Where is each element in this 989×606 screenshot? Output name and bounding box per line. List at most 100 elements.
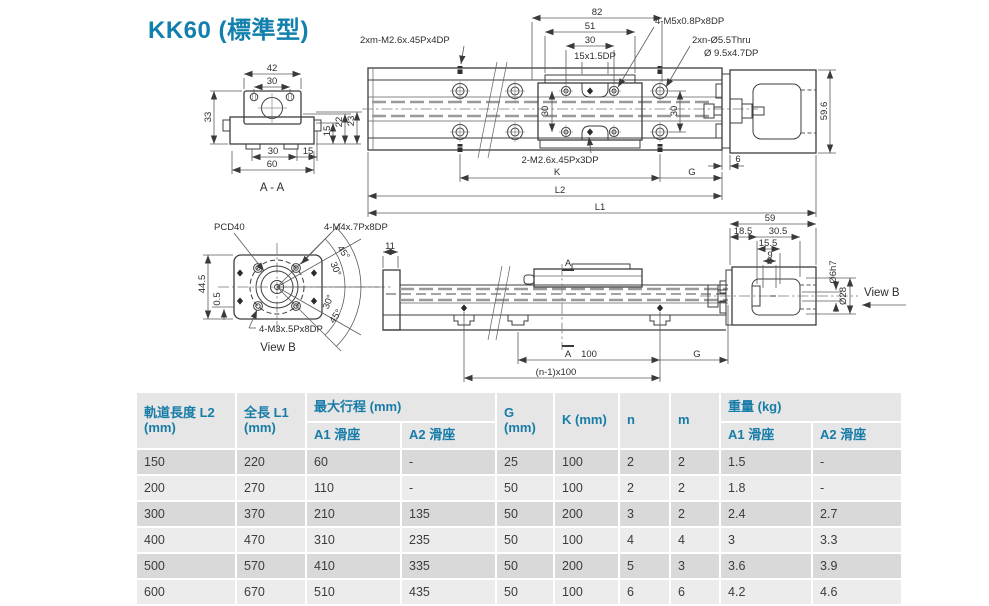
cell: 4 [671,528,720,552]
dim-30-plan: 30 [585,35,596,46]
dim-11: 11 [385,241,395,252]
angle-30-top: 30° [328,260,344,278]
cell: 50 [497,580,554,604]
dim-28: Ø28 [838,287,849,305]
cell: 4 [620,528,670,552]
side-view: 11 A A 100 (n-1)x100 G [382,213,906,382]
cell: 600 [137,580,235,604]
col-header-stroke-a2: A2 滑座 [402,423,496,448]
angle-30-bottom: 30° [321,293,337,311]
cell: 235 [402,528,496,552]
dim-l1: L1 [595,202,606,213]
callout-2xn-line1: 2xn-Ø5.5Thru [692,35,751,46]
carriage-side [523,263,643,288]
dim-15-right: 15 [322,126,333,137]
dim-30-bottom: 30 [268,146,279,157]
cell: 3.3 [813,528,902,552]
cell: 3 [671,554,720,578]
cell: 200 [137,476,235,500]
motor-block-side [700,266,858,326]
section-view-aa: 42 30 33 15 22 23 30 15 60 A - A [203,63,362,194]
cell: 3 [620,502,670,526]
section-marker-a-bottom: A [565,349,572,360]
cell: 6 [671,580,720,604]
dim-82: 82 [592,7,603,18]
section-aa-caption: A - A [260,182,285,194]
cell: 300 [137,502,235,526]
col-header-max-stroke-group: 最大行程 (mm) [307,393,496,421]
motor-block-plan [703,69,817,154]
cell: 510 [307,580,400,604]
dim-g-plan: G [688,167,695,178]
col-header-n: n [620,393,670,448]
cell: - [813,450,902,474]
cell: 50 [497,502,554,526]
cell: 1.5 [721,450,812,474]
cell: 470 [237,528,305,552]
col-header-total-length: 全長 L1 (mm) [237,393,305,448]
dim-33: 33 [203,112,214,123]
cell: 60 [307,450,400,474]
cell: 2 [671,502,720,526]
cell: 50 [497,554,554,578]
callout-2xm: 2xm-M2.6x.45Px4DP [360,35,450,46]
cell: 6 [620,580,670,604]
angle-45-top: 45° [334,244,351,262]
section-marker-a-top: A [565,258,572,269]
cell: 2 [620,476,670,500]
cell: 150 [137,450,235,474]
cell: 210 [307,502,400,526]
cell: 220 [237,450,305,474]
dim-18-5: 18.5 [734,226,753,237]
dim-g-side: G [693,349,700,360]
cell: 2 [671,476,720,500]
col-header-rail-length: 軌道長度 L2 (mm) [137,393,235,448]
dim-l2: L2 [555,185,566,196]
spec-table: 軌道長度 L2 (mm) 全長 L1 (mm) 最大行程 (mm) G (mm)… [135,391,903,606]
col-header-m: m [671,393,720,448]
dim-k: K [554,167,561,178]
dim-100: 100 [581,349,597,360]
cell: 310 [307,528,400,552]
page-title: KK60 (標準型) [148,17,310,44]
cell: - [402,450,496,474]
cell: 2 [671,450,720,474]
cell: 500 [137,554,235,578]
callout-4m4: 4-M4x.7Px8DP [324,222,388,233]
cell: 100 [555,450,619,474]
header-row-sub: A1 滑座 A2 滑座 A1 滑座 A2 滑座 [137,423,902,448]
callout-pcd40: PCD40 [214,222,245,233]
cell: 4.6 [813,580,902,604]
dim-0-5: 0.5 [212,292,223,305]
cell: 670 [237,580,305,604]
col-header-weight-group: 重量 (kg) [721,393,902,421]
view-b-flange: 45° 30° 30° 45° PCD40 4-M4x.7Px8DP 4-M3x… [197,222,392,354]
dim-42: 42 [267,63,278,74]
cell: - [813,476,902,500]
header-row-groups: 軌道長度 L2 (mm) 全長 L1 (mm) 最大行程 (mm) G (mm)… [137,393,902,448]
carriage-plan [537,74,643,149]
dim-30-carriage: 30 [540,106,551,117]
cell: - [402,476,496,500]
cell: 100 [555,476,619,500]
dim-n1x100: (n-1)x100 [536,367,577,378]
col-header-g: G (mm) [497,393,554,448]
dim-22: 22 [334,117,345,128]
plan-view: 82 51 30 15x1.5DP 2xm-M2.6x.45Px4DP 4-M5… [360,7,836,217]
cell: 100 [555,580,619,604]
cell: 4.2 [721,580,812,604]
callout-2xn-line2: Ø 9.5x4.7DP [704,48,758,59]
callout-2m26: 2-M2.6x.45Px3DP [521,155,598,166]
col-header-k: K (mm) [555,393,619,448]
cell: 135 [402,502,496,526]
cell: 200 [555,502,619,526]
dim-6: 6 [735,154,740,165]
dim-44-5: 44.5 [197,275,208,294]
dim-51: 51 [585,21,596,32]
cell: 100 [555,528,619,552]
cell: 410 [307,554,400,578]
